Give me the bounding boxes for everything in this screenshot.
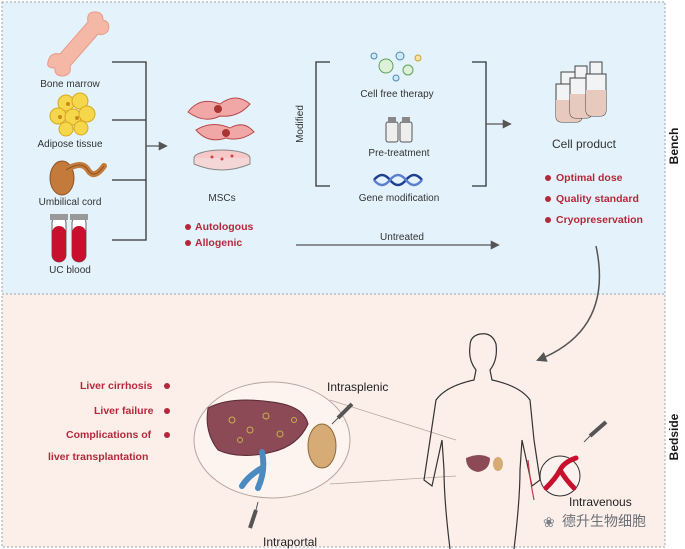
arm-vein-icon: [527, 459, 535, 501]
body-liver-icon: [466, 455, 503, 472]
option-pre-treatment: Pre-treatment: [368, 148, 430, 159]
syringe-icon: [248, 501, 259, 529]
mscs-label: MSCs: [208, 193, 236, 204]
msc-type-allogenic: Allogenic: [195, 237, 243, 249]
untreated-label: Untreated: [380, 232, 424, 243]
route-intravenous: Intravenous: [569, 495, 632, 509]
dna-icon: [373, 173, 423, 187]
syringe-icon: [583, 420, 608, 443]
route-intrasplenic: Intrasplenic: [327, 380, 389, 394]
bullet-dot: [545, 217, 551, 223]
syringe-icon: [331, 402, 354, 425]
spleen-icon: [307, 423, 337, 469]
disease-liver-failure: Liver failure: [94, 405, 154, 417]
umbilical-cord-icon: [49, 160, 107, 196]
bullet-dot: [545, 175, 551, 181]
cell-product-label: Cell product: [551, 137, 617, 151]
msc-cells-icon: [187, 97, 255, 171]
bone-icon: [47, 11, 110, 77]
attribute-cryopreservation: Cryopreservation: [556, 214, 643, 226]
portal-vein-icon: [239, 449, 267, 491]
source-umbilical-cord: Umbilical cord: [38, 197, 102, 208]
bullet-dot: [164, 383, 170, 389]
modified-bracket: [315, 61, 330, 187]
disease-complications-line2: liver transplantation: [48, 451, 149, 463]
bullet-dot: [185, 240, 191, 246]
option-cell-free-therapy: Cell free therapy: [360, 89, 434, 100]
attribute-quality-standard: Quality standard: [556, 193, 639, 205]
bullet-dot: [185, 224, 191, 230]
vein-icon: [543, 455, 579, 491]
human-body-outline: [423, 333, 541, 549]
adipose-cells-icon: [49, 92, 96, 137]
medicine-bottles-icon: [385, 117, 413, 143]
liver-icon: [206, 399, 309, 456]
to-bedside-arrow: [536, 245, 601, 362]
watermark-text: 德升生物细胞: [562, 514, 646, 530]
disease-liver-cirrhosis: Liver cirrhosis: [80, 380, 153, 392]
sources-bracket: [112, 61, 147, 241]
vesicles-icon: [370, 51, 422, 82]
bullet-dot: [164, 408, 170, 414]
source-adipose-tissue: Adipose tissue: [37, 139, 103, 150]
bullet-dot: [164, 432, 170, 438]
option-gene-modification: Gene modification: [358, 193, 440, 204]
section-label-bench: Bench: [667, 127, 681, 165]
cell-product-bottles-icon: [555, 61, 607, 123]
bullet-dot: [545, 196, 551, 202]
source-uc-blood: UC blood: [49, 265, 91, 276]
modified-label: Modified: [295, 105, 306, 143]
source-bone-marrow: Bone marrow: [40, 79, 100, 90]
section-label-bedside: Bedside: [667, 413, 681, 461]
blood-tubes-icon: [50, 214, 88, 263]
disease-complications-line1: Complications of: [66, 429, 152, 441]
attribute-optimal-dose: Optimal dose: [556, 172, 623, 184]
zoom-guide-line: [329, 475, 457, 485]
route-intraportal: Intraportal: [263, 535, 318, 549]
watermark-logo-icon: ❀: [543, 514, 555, 530]
msc-type-autologous: Autologous: [195, 221, 254, 233]
